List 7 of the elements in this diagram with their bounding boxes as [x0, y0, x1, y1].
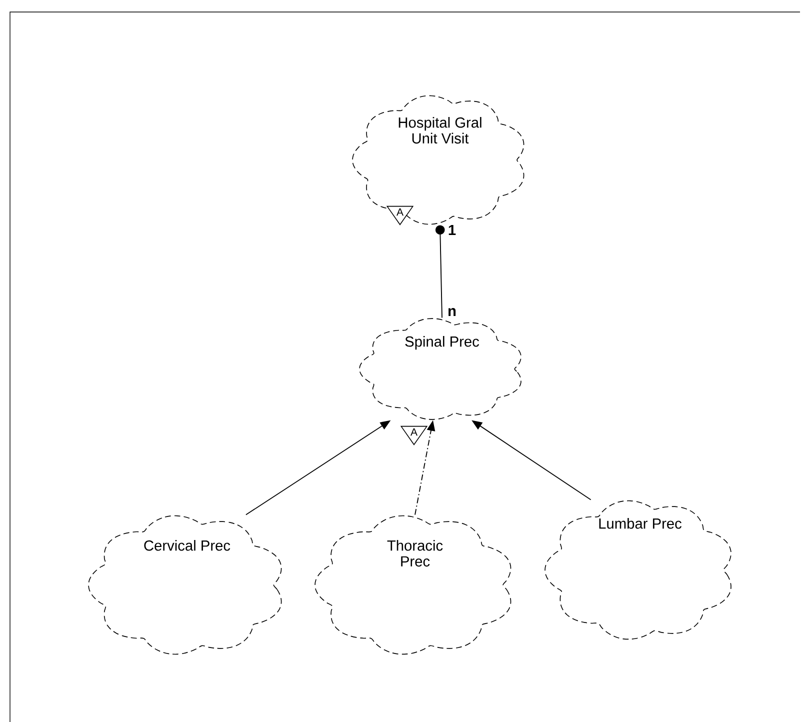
class-cloud: Spinal Prec: [359, 318, 522, 420]
class-cloud: Lumbar Prec: [544, 500, 732, 640]
class-cloud: Cervical Prec: [88, 515, 282, 655]
arrow: [435, 225, 445, 318]
class-cloud: Thoracic Prec: [314, 515, 512, 655]
multiplicity-label: 1: [448, 224, 456, 236]
multiplicity-label: n: [448, 308, 456, 316]
